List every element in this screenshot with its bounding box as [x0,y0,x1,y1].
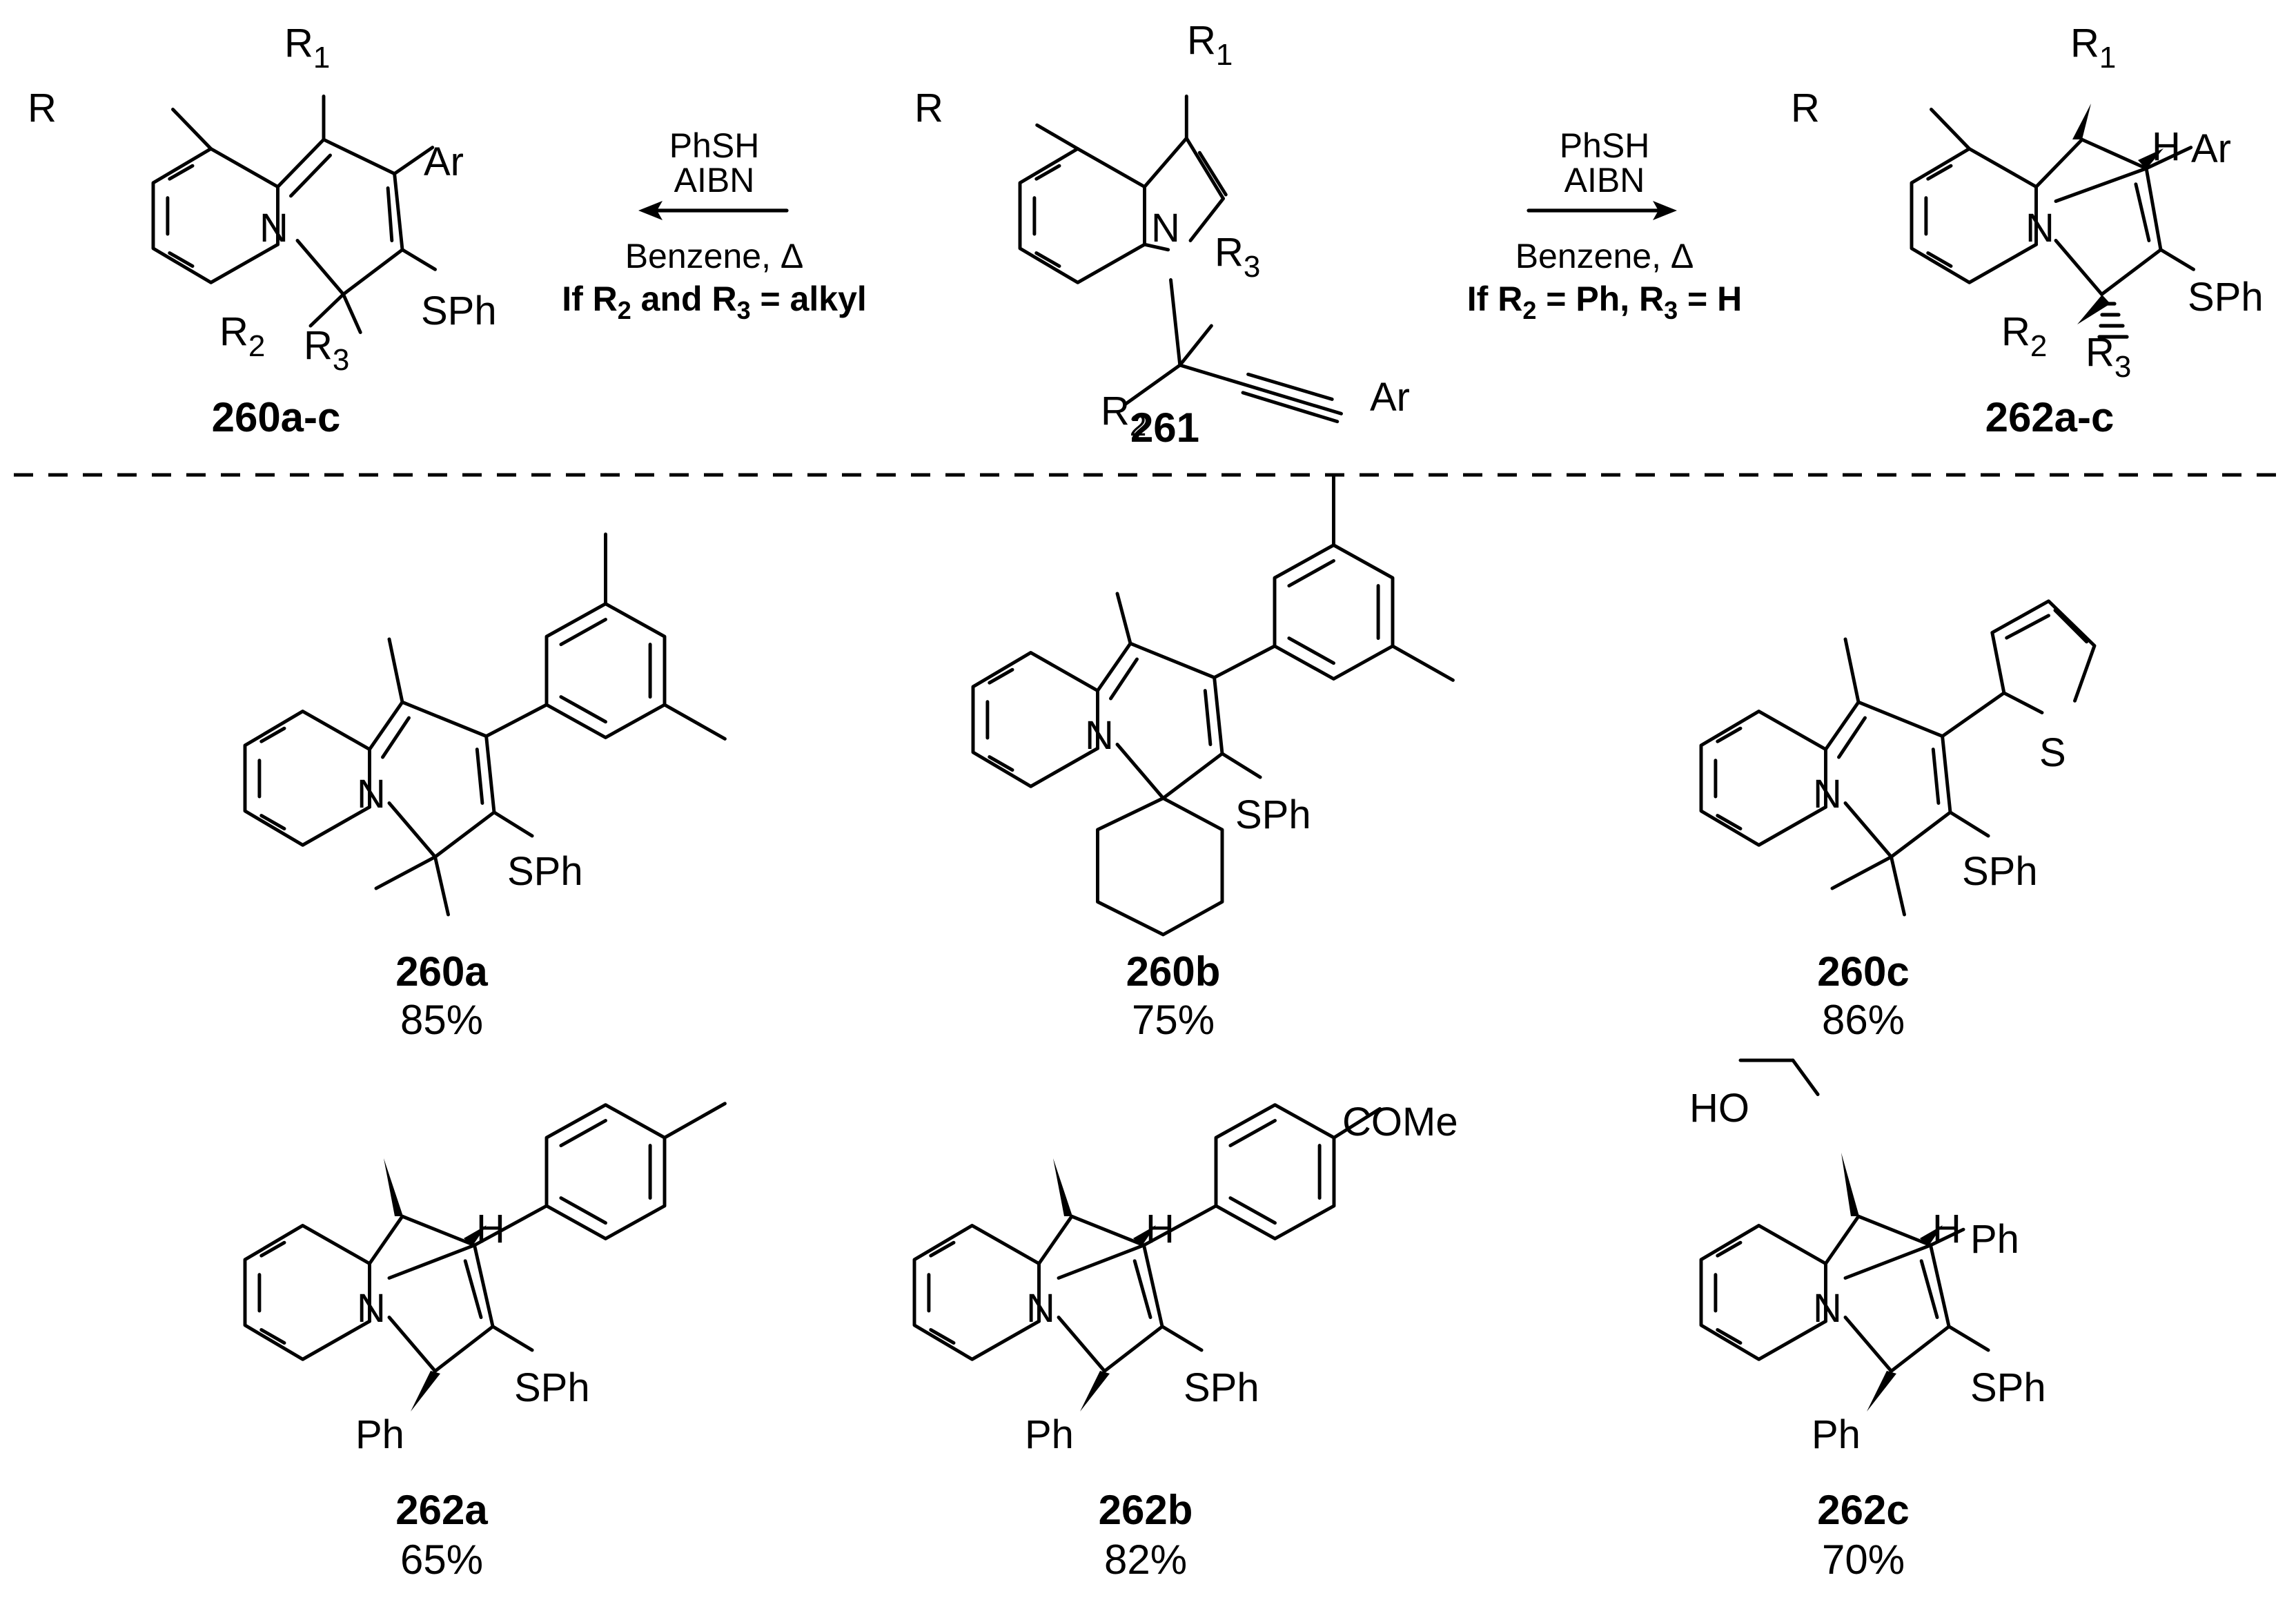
condition-right-solvent: Benzene, Δ [1515,237,1694,275]
yield-262a: 65% [400,1536,483,1583]
condition-right-if: If R2 = Ph, R3 = H [1467,280,1742,324]
atom-label-R: R [28,86,57,130]
compound-262c-structure [1699,1058,1990,1373]
yield-260c: 86% [1822,997,1905,1043]
wedge-bond-H [1133,1225,1156,1247]
arrowhead-left [638,201,663,220]
yield-262c: 70% [1822,1536,1905,1583]
atom-label-N: N [259,206,288,251]
wedge-bond-Ph [1867,1371,1896,1412]
atom-label-R3: R3 [304,323,349,377]
atom-label-R: R [1791,86,1820,130]
atom-label-S-thiophene: S [2039,730,2066,775]
atom-label-N: N [1813,772,1842,817]
atom-label-COMe: COMe [1342,1100,1458,1144]
atom-label-Ar: Ar [1370,375,1410,420]
atom-label-SPh: SPh [421,289,497,333]
yield-262b: 82% [1104,1536,1187,1583]
compound-label-262c: 262c [1817,1487,1909,1533]
compound-label-262b: 262b [1099,1487,1193,1533]
wedge-bond-chain [1841,1153,1859,1216]
atom-label-R1: R1 [1187,18,1233,72]
atom-label-SPh: SPh [1235,792,1311,837]
hashed-bond-R3 [2097,302,2129,339]
wedge-bond-Ph [411,1371,440,1412]
atom-label-R3: R3 [2086,330,2131,384]
wedge-bond-R2 [2077,295,2110,324]
compound-262b-structure [912,1103,1382,1373]
atom-label-SPh: SPh [2188,275,2264,320]
atom-label-SPh: SPh [507,849,583,894]
wedge-bond-H [2138,148,2163,169]
compound-261-structure [1018,95,1343,424]
compound-260a-c-structure [151,95,437,334]
atom-label-H: H [2152,124,2181,169]
compound-label-260c: 260c [1817,948,1909,995]
wedge-bond-R1 [2072,104,2091,139]
compound-label-262a: 262a [395,1487,488,1533]
atom-label-N: N [1151,206,1180,251]
compound-260a-structure [243,532,727,917]
atom-label-Ar: Ar [2191,126,2231,171]
atom-label-R: R [914,86,943,130]
atom-label-N: N [357,1286,386,1331]
wedge-bond-Ph [1080,1371,1110,1412]
atom-label-SPh: SPh [1970,1365,2046,1410]
wedge-bond-methyl [1053,1158,1072,1216]
atom-label-R2: R2 [219,309,265,363]
atom-label-SPh: SPh [514,1365,590,1410]
condition-left-if: If R2 and R3 = alkyl [562,280,867,324]
compound-260c-structure [1699,599,2097,917]
atom-label-N: N [1085,713,1114,758]
atom-label-Ph: Ph [355,1412,404,1457]
atom-label-N: N [357,772,386,817]
atom-label-Ph: Ph [1970,1217,2019,1262]
atom-label-R3: R3 [1215,230,1260,284]
atom-label-N: N [2025,206,2054,251]
condition-right-reagent-1: PhSH [1560,126,1650,165]
condition-left-reagent-1: PhSH [669,126,760,165]
condition-left-solvent: Benzene, Δ [625,237,804,275]
compound-260b-structure [971,474,1455,937]
atom-label-H: H [476,1207,505,1251]
compound-label-262a-c: 262a-c [1985,394,2115,440]
atom-label-Ar: Ar [424,139,464,184]
atom-label-Ph: Ph [1812,1412,1861,1457]
atom-label-R2: R2 [2001,309,2047,363]
compound-label-260a: 260a [395,948,488,995]
atom-label-SPh: SPh [1184,1365,1259,1410]
atom-label-N: N [1026,1286,1055,1331]
compound-262a-c-structure [1910,108,2195,296]
condition-right-reagent-2: AIBN [1564,161,1645,199]
atom-label-Ph: Ph [1025,1412,1074,1457]
atom-label-HO: HO [1689,1086,1749,1131]
atom-label-R1: R1 [2070,21,2116,75]
atom-label-R2: R2 [1101,389,1146,442]
condition-left-reagent-2: AIBN [674,161,755,199]
atom-label-R1: R1 [284,21,330,75]
atom-label-H: H [1932,1207,1961,1251]
atom-label-SPh: SPh [1962,849,2038,894]
wedge-bond-H [1920,1225,1943,1247]
compound-label-261: 261 [1130,404,1199,451]
yield-260b: 75% [1132,997,1215,1043]
wedge-bond-H [464,1225,487,1247]
compound-label-260b: 260b [1126,948,1221,995]
atom-label-H: H [1146,1207,1175,1251]
atom-label-N: N [1813,1286,1842,1331]
wedge-bond-methyl [384,1158,403,1216]
arrowhead-right [1653,201,1677,220]
compound-262a-structure [243,1102,727,1373]
compound-label-260a-c: 260a-c [212,394,341,440]
yield-260a: 85% [400,997,483,1043]
